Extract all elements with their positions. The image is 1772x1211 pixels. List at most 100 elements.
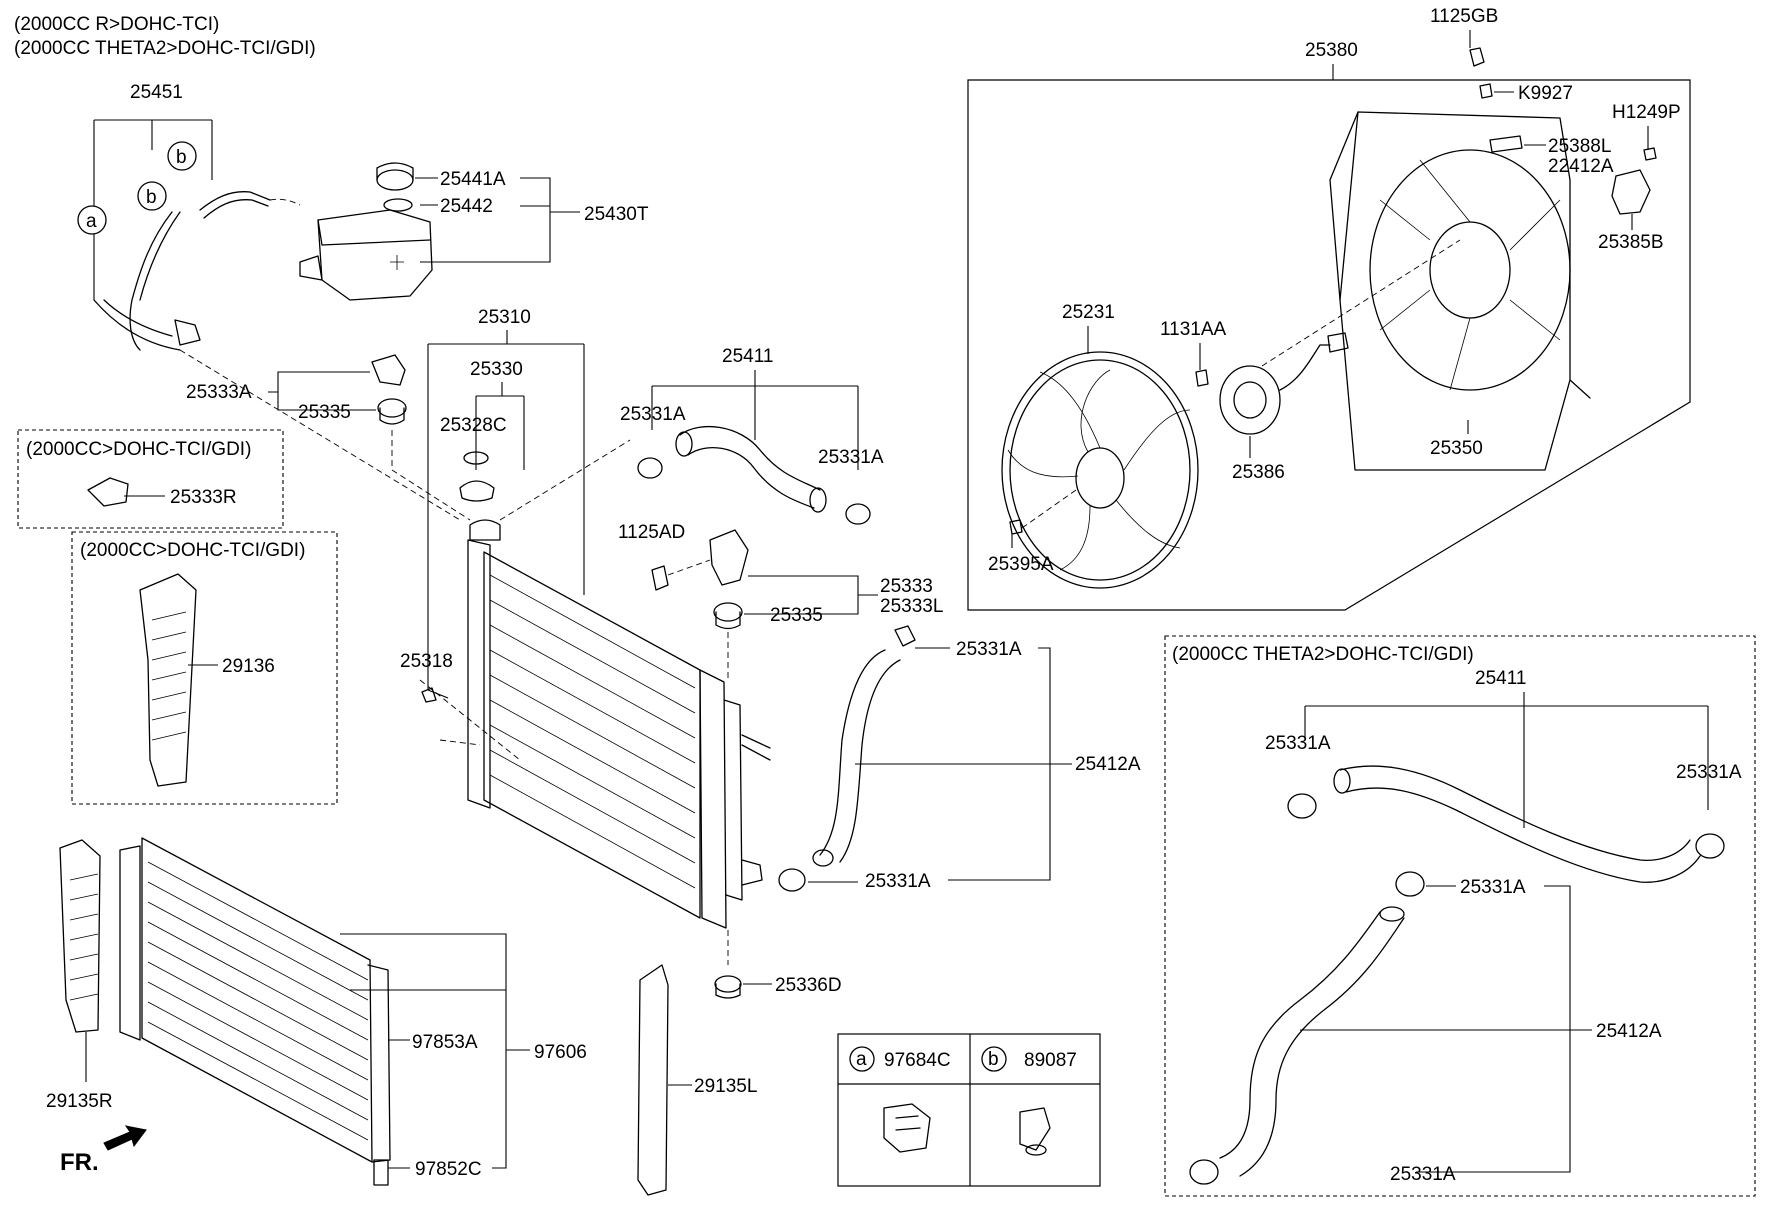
legend-table: a 97684C b 89087 [837, 1033, 1101, 1187]
fan-shroud [1339, 111, 1571, 471]
part-label-25310[interactable]: 25310 [478, 307, 531, 328]
radiator-right-tank [699, 669, 727, 929]
overflow-hose-group: 25451 a b b [77, 82, 461, 521]
bushing-lower-group: 25336D [714, 930, 842, 999]
reservoir-tank [317, 209, 433, 301]
hose-clamp-icon [1695, 833, 1725, 859]
callout-a-circle[interactable] [77, 205, 107, 235]
radiator-group: 25310 25330 25328C 25318 [400, 307, 771, 929]
part-label-25451[interactable]: 25451 [130, 82, 183, 103]
variant-box-left-mid: (2000CC>DOHC-TCI/GDI) 29136 [71, 531, 338, 805]
callout-b-letter-2: b [176, 147, 187, 168]
part-label-29136[interactable]: 29136 [222, 656, 275, 677]
coolant-reservoir-group: 25441A 25442 25430T [299, 162, 649, 301]
drier-cap-97852C-icon [373, 1159, 389, 1186]
part-label-r25331A-1[interactable]: 25331A [1265, 733, 1331, 754]
part-label-25442[interactable]: 25442 [440, 196, 493, 217]
part-label-25386[interactable]: 25386 [1232, 462, 1285, 483]
part-label-25231[interactable]: 25231 [1062, 302, 1115, 323]
part-label-r25331A-4[interactable]: 25331A [1390, 1164, 1456, 1185]
part-label-97852C[interactable]: 97852C [415, 1159, 482, 1180]
legend-a-letter: a [856, 1049, 867, 1070]
part-label-25333A[interactable]: 25333A [186, 382, 252, 403]
part-label-25331A-3[interactable]: 25331A [956, 639, 1022, 660]
part-label-r25331A-3[interactable]: 25331A [1460, 877, 1526, 898]
bushing-25335-icon [713, 602, 743, 622]
lower-hose-group: 25331A 25412A 25331A [778, 625, 1141, 892]
part-label-25412A[interactable]: 25412A [1075, 754, 1141, 775]
air-guard-29135L [637, 964, 669, 1196]
bracket-25333A-icon [371, 354, 406, 386]
hose-clamp-icon [778, 868, 806, 892]
clip-89087-icon [1019, 1107, 1051, 1151]
callout-b-circle-1[interactable] [137, 181, 167, 211]
bolt-1125GB-icon [1469, 47, 1485, 67]
condenser-core [141, 837, 373, 1163]
part-label-25331A-1[interactable]: 25331A [620, 404, 686, 425]
lower-hose [819, 649, 886, 856]
part-label-29135L[interactable]: 29135L [694, 1076, 757, 1097]
variant-box-right: (2000CC THETA2>DOHC-TCI/GDI) 25411 25331… [1164, 635, 1756, 1197]
part-label-1125AD[interactable]: 1125AD [618, 522, 685, 543]
part-label-25318[interactable]: 25318 [400, 651, 453, 672]
part-label-25411[interactable]: 25411 [722, 346, 773, 367]
header-line-1: (2000CC R>DOHC-TCI) [14, 14, 219, 35]
part-label-25333[interactable]: 25333 [880, 576, 933, 597]
part-label-25385B[interactable]: 25385B [1598, 232, 1664, 253]
fan-motor-25386 [1219, 365, 1281, 435]
part-label-25330[interactable]: 25330 [470, 359, 523, 380]
part-label-K9927[interactable]: K9927 [1518, 83, 1573, 104]
clip-25318-icon [421, 687, 437, 703]
resistor-25385B-icon [1611, 169, 1651, 215]
callout-b-circle-2[interactable] [167, 141, 197, 171]
front-arrow-icon [103, 1125, 147, 1151]
part-label-25430T[interactable]: 25430T [584, 204, 649, 225]
upper-hose-theta2 [1339, 765, 1691, 861]
part-label-25328C[interactable]: 25328C [440, 415, 507, 436]
radiator-left-tank [467, 539, 491, 809]
bolt-25395A-icon [1009, 519, 1023, 535]
legend-a-part[interactable]: 97684C [884, 1050, 951, 1071]
lower-hose-theta2 [1219, 911, 1381, 1159]
part-label-25350[interactable]: 25350 [1430, 438, 1483, 459]
hose-clamp-icon [637, 457, 663, 479]
header-line-2: (2000CC THETA2>DOHC-TCI/GDI) [14, 38, 316, 59]
part-label-29135R[interactable]: 29135R [46, 1091, 113, 1112]
part-label-25335-mid[interactable]: 25335 [770, 605, 823, 626]
hose-clamp-icon [845, 503, 871, 525]
part-label-25331A-4[interactable]: 25331A [865, 871, 931, 892]
part-label-1125GB[interactable]: 1125GB [1430, 6, 1498, 27]
part-label-25441A[interactable]: 25441A [440, 169, 506, 190]
part-label-25395A[interactable]: 25395A [988, 554, 1054, 575]
part-label-H1249P[interactable]: H1249P [1612, 102, 1681, 123]
legend-a-circle [849, 1046, 875, 1072]
part-label-25335-top[interactable]: 25335 [298, 402, 351, 423]
part-label-22412A[interactable]: 22412A [1548, 156, 1614, 177]
filler-neck [469, 519, 501, 541]
part-label-97853A[interactable]: 97853A [412, 1032, 478, 1053]
part-label-25388L[interactable]: 25388L [1548, 136, 1611, 157]
reservoir-cap-icon [376, 169, 414, 191]
part-label-25333R[interactable]: 25333R [170, 487, 237, 508]
bracket-25333-icon [709, 529, 749, 586]
part-label-97606[interactable]: 97606 [534, 1042, 587, 1063]
part-label-r25411[interactable]: 25411 [1475, 668, 1526, 689]
part-label-25336D[interactable]: 25336D [775, 975, 842, 996]
part-label-25380[interactable]: 25380 [1305, 40, 1358, 61]
air-guard-29135R [59, 839, 101, 1033]
radiator-cap-25330-icon [459, 480, 495, 502]
part-label-25333L[interactable]: 25333L [880, 596, 943, 617]
hose-clip-icon [174, 319, 201, 346]
radiator-core [483, 551, 701, 919]
part-label-25331A-2[interactable]: 25331A [818, 447, 884, 468]
part-label-1131AA[interactable]: 1131AA [1160, 319, 1227, 340]
part-label-r25412A[interactable]: 25412A [1596, 1021, 1662, 1042]
motor-connector-icon [1327, 332, 1349, 353]
receiver-drier-97853A [367, 964, 391, 1163]
variant-box-left-top: (2000CC>DOHC-TCI/GDI) 25333R [17, 429, 284, 529]
part-label-r25331A-2[interactable]: 25331A [1676, 762, 1742, 783]
legend-b-part[interactable]: 89087 [1024, 1050, 1077, 1071]
legend-b-circle [981, 1046, 1007, 1072]
gasket-25328C-icon [463, 451, 489, 465]
